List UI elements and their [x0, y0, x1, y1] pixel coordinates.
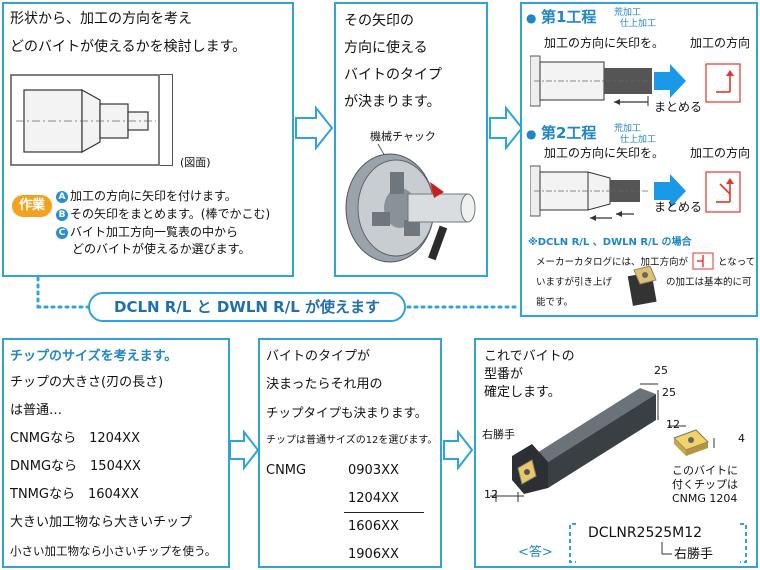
- p2-line4: が決まります。: [344, 94, 441, 110]
- p4-line6: 大きい加工物なら大きいチップ: [10, 515, 193, 530]
- p4-line3: CNMGなら 1204XX: [10, 431, 140, 446]
- step2-sub2: 仕上加工: [620, 135, 657, 145]
- dim-4-chip: 4: [738, 432, 745, 445]
- note-line1b: となって: [718, 257, 756, 268]
- chip-illustration: [668, 425, 715, 456]
- p5-divider: [344, 512, 424, 513]
- step1-title: 第1工程: [540, 8, 597, 26]
- step1-diagram: [530, 55, 741, 107]
- tool-holder-illustration: [490, 383, 659, 502]
- answer-model: DCLNR2525M12: [588, 525, 703, 541]
- flow-arrow-3: [229, 430, 260, 470]
- p2-line3: バイトのタイプ: [344, 67, 442, 83]
- panel-process-steps: ● 第1工程 荒加工 仕上加工 加工の方向に矢印を。 加工の方向 まとめる ● …: [520, 2, 758, 317]
- sagyou-badge: 作業: [12, 195, 52, 217]
- p6-line3: 確定します。: [484, 385, 561, 400]
- p1-line2: どのバイトが使えるかを検討します。: [10, 39, 247, 55]
- step2-bullet: ●: [526, 127, 537, 141]
- badge-c: C: [56, 227, 68, 239]
- note-title: ※DCLN R/L 、DWLN R/L の場合: [528, 237, 692, 248]
- p4-line2: は普通…: [10, 403, 63, 418]
- chuck-illustration: [345, 143, 476, 263]
- note-direction-icon: [692, 252, 714, 270]
- dim-25-side: 25: [662, 386, 676, 399]
- answer-label: <答>: [518, 545, 553, 560]
- dim-12-chip: 12: [666, 418, 680, 431]
- p6-line2: 型番が: [484, 367, 524, 382]
- step1-dir-label: 加工の方向: [690, 36, 751, 50]
- p6-hand-label: 右勝手: [482, 428, 515, 441]
- note-insert-icon: [627, 266, 657, 306]
- p5-size2: 1204XX: [348, 491, 399, 506]
- panel-tool-type: その矢印の 方向に使える バイトのタイプ が決まります。 機械チャック: [334, 2, 488, 277]
- panel-chip-type: バイトのタイプが 決まったらそれ用の チップタイプも決まります。 チップは普通サ…: [258, 338, 442, 568]
- dim-12-holder: 12: [484, 488, 498, 501]
- result-pill: DCLN R/L と DWLN R/L が使えます: [88, 292, 406, 322]
- p5-size1: 0903XX: [348, 463, 399, 478]
- p4-title: チップのサイズを考えます。: [10, 349, 178, 364]
- drawing-frame-right: [160, 74, 173, 166]
- badge-b: B: [56, 209, 68, 221]
- step2-title: 第2工程: [540, 124, 597, 142]
- p1-step-b-text: その矢印をまとめます。(棒でかこむ): [70, 207, 271, 221]
- step1-desc: 加工の方向に矢印を。: [544, 36, 665, 50]
- workpiece-drawing: [10, 74, 160, 166]
- p5-series: CNMG: [266, 463, 307, 478]
- p4-line4: DNMGなら 1504XX: [10, 459, 141, 474]
- answer-brackets: [569, 523, 747, 563]
- badge-a: A: [56, 191, 68, 203]
- step1-sub1: 荒加工: [614, 8, 642, 18]
- chuck-label: 機械チャック: [370, 130, 436, 143]
- p2-line1: その矢印の: [344, 13, 414, 29]
- step2-header: ● 第2工程: [526, 124, 596, 143]
- step2-dir-label: 加工の方向: [690, 146, 751, 160]
- dashed-connector: [36, 276, 522, 309]
- step1-matome: まとめる: [654, 100, 703, 114]
- note-line2b: の加工は基本的に可: [666, 277, 752, 288]
- step1-header: ● 第1工程: [526, 8, 596, 27]
- p5-size4: 1906XX: [348, 547, 399, 562]
- note-line2a: いますが引き上げ: [536, 277, 613, 288]
- step1-bullet: ●: [526, 11, 537, 25]
- panel-model-number: これでバイトの 型番が 確定します。 右勝手 25 25 12 12 4 このバ…: [474, 338, 758, 568]
- p5-line2: 決まったらそれ用の: [266, 377, 383, 392]
- p2-line2: 方向に使える: [344, 40, 428, 56]
- p5-line4: チップは普通サイズの12を選びます。: [266, 435, 438, 446]
- chip-note-2: 付くチップは: [672, 478, 738, 491]
- drawing-caption: (図面): [180, 156, 211, 169]
- flow-arrow-4: [443, 430, 474, 470]
- step2-diagram: [530, 165, 741, 221]
- p4-line5: TNMGなら 1604XX: [10, 487, 139, 502]
- note-line1a: メーカーカタログには、加工方向が: [536, 257, 689, 268]
- p5-line3: チップタイプも決まります。: [266, 405, 428, 420]
- flow-arrow-1: [295, 106, 334, 150]
- p4-line7: 小さい加工物なら小さいチップを使う。: [10, 544, 217, 558]
- step1-sub2: 仕上加工: [620, 19, 657, 29]
- p1-step-c2: どのバイトが使えるか選びます。: [72, 242, 251, 256]
- chip-note-3: CNMG 1204: [672, 492, 738, 505]
- flow-arrow-2: [489, 106, 524, 150]
- step2-matome: まとめる: [654, 200, 703, 214]
- step2-desc: 加工の方向に矢印を。: [544, 146, 665, 160]
- dim-25-top: 25: [654, 364, 668, 377]
- p1-step-a-text: 加工の方向に矢印を付けます。: [70, 189, 237, 203]
- panel-chip-size: チップのサイズを考えます。 チップの大きさ(刃の長さ) は普通… CNMGなら …: [2, 338, 230, 568]
- p5-size3: 1606XX: [348, 519, 399, 534]
- p4-line1: チップの大きさ(刃の長さ): [10, 375, 164, 390]
- answer-hand: 右勝手: [674, 547, 714, 562]
- panel-shape-analysis: 形状から、加工の方向を考え どのバイトが使えるかを検討します。 (図面) 作業 …: [2, 2, 294, 277]
- p6-line1: これでバイトの: [484, 349, 575, 364]
- chip-note-1: このバイトに: [672, 464, 738, 477]
- p1-line1: 形状から、加工の方向を考え: [10, 11, 192, 27]
- step2-sub1: 荒加工: [614, 124, 642, 134]
- note-line3: 能です。: [536, 297, 574, 308]
- p5-line1: バイトのタイプが: [266, 349, 371, 364]
- p1-step-c-text: バイト加工方向一覧表の中から: [70, 225, 239, 239]
